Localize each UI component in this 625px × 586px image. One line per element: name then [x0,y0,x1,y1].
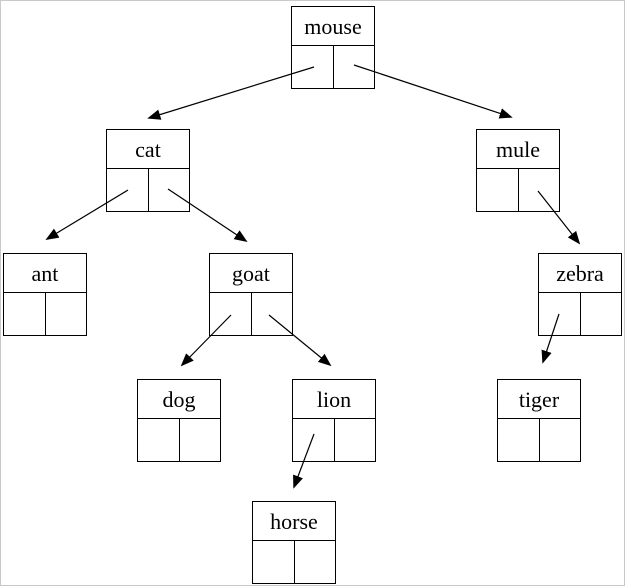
node-right-pointer-cell [180,419,221,461]
node-right-pointer-cell [519,169,560,211]
node-right-pointer-cell [335,419,376,461]
node-left-pointer-cell [107,169,149,211]
node-right-pointer-cell [581,293,622,335]
node-left-pointer-cell [210,293,252,335]
node-right-pointer-cell [46,293,87,335]
tree-node-lion: lion [292,379,376,462]
node-right-pointer-cell [149,169,190,211]
node-pointer-cells [476,169,560,212]
tree-node-tiger: tiger [497,379,581,462]
node-left-pointer-cell [292,46,334,88]
node-label: goat [209,253,293,293]
node-label: mouse [291,6,375,46]
node-label: horse [252,501,336,541]
node-pointer-cells [209,293,293,336]
node-right-pointer-cell [295,541,336,583]
node-label: tiger [497,379,581,419]
node-right-pointer-cell [540,419,581,461]
node-right-pointer-cell [252,293,293,335]
node-pointer-cells [106,169,190,212]
tree-node-mule: mule [476,129,560,212]
node-pointer-cells [137,419,221,462]
node-pointer-cells [497,419,581,462]
tree-node-horse: horse [252,501,336,584]
node-pointer-cells [291,46,375,89]
tree-node-ant: ant [3,253,87,336]
node-left-pointer-cell [477,169,519,211]
node-left-pointer-cell [253,541,295,583]
node-right-pointer-cell [334,46,375,88]
node-label: zebra [538,253,622,293]
node-label: mule [476,129,560,169]
node-left-pointer-cell [293,419,335,461]
node-left-pointer-cell [498,419,540,461]
node-label: lion [292,379,376,419]
node-label: dog [137,379,221,419]
tree-node-zebra: zebra [538,253,622,336]
node-left-pointer-cell [138,419,180,461]
node-label: cat [106,129,190,169]
node-left-pointer-cell [539,293,581,335]
tree-node-cat: cat [106,129,190,212]
node-pointer-cells [538,293,622,336]
node-pointer-cells [292,419,376,462]
node-pointer-cells [252,541,336,584]
node-label: ant [3,253,87,293]
node-pointer-cells [3,293,87,336]
tree-node-goat: goat [209,253,293,336]
tree-node-dog: dog [137,379,221,462]
node-left-pointer-cell [4,293,46,335]
tree-node-mouse: mouse [291,6,375,89]
